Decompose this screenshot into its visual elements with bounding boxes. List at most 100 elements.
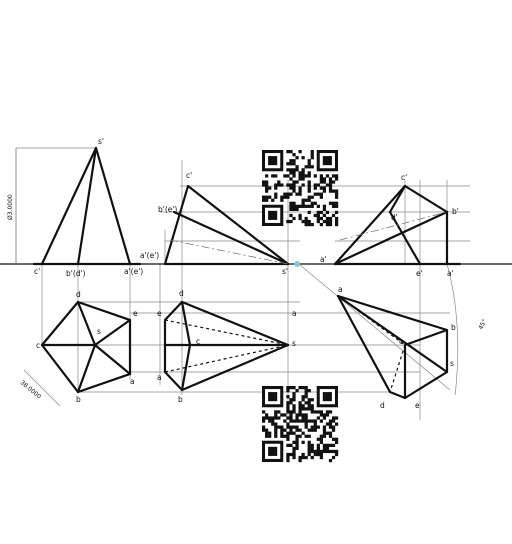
qr-module: [289, 398, 293, 402]
qr-module: [298, 458, 302, 463]
qr-module: [295, 180, 299, 184]
qr-module: [280, 431, 284, 435]
qr-module: [331, 428, 336, 432]
label-c-3: c: [399, 337, 403, 346]
fold-marker-icon: [294, 261, 300, 267]
qr-module: [289, 401, 293, 405]
qr-module: [292, 153, 296, 157]
qr-module: [331, 437, 336, 441]
qr-module: [316, 446, 320, 451]
qr-module: [262, 425, 266, 429]
qr-module: [274, 413, 278, 417]
qr-module: [280, 413, 284, 417]
qr-module: [307, 419, 311, 423]
qr-module: [325, 222, 330, 227]
qr-module: [304, 165, 308, 169]
qr-module: [328, 201, 333, 205]
qr-module: [334, 416, 339, 420]
qr-module: [310, 425, 314, 429]
qr-module: [304, 198, 308, 202]
qr-module: [301, 440, 305, 444]
qr-module: [271, 416, 275, 420]
qr-module: [292, 431, 296, 435]
qr-module: [289, 443, 293, 447]
qr-module: [301, 204, 305, 208]
qr-module: [310, 443, 314, 447]
qr-module: [325, 216, 330, 221]
qr-module: [289, 186, 293, 190]
qr-module: [310, 404, 314, 408]
qr-module: [307, 452, 311, 457]
qr-module: [298, 150, 302, 154]
qr-module: [292, 398, 296, 402]
qr-module: [313, 192, 317, 196]
qr-module: [307, 171, 311, 175]
qr-module: [304, 455, 308, 460]
qr-module: [307, 440, 311, 444]
qr-module: [334, 216, 339, 221]
qr-module: [292, 162, 296, 166]
qr-module: [331, 213, 336, 218]
qr-module: [292, 174, 296, 178]
qr-module: [262, 428, 266, 432]
label-a-prime-2: a'(e'): [140, 251, 159, 260]
qr-module: [307, 162, 311, 166]
qr-module: [301, 219, 305, 224]
qr-module: [301, 395, 305, 399]
qr-module: [286, 401, 290, 405]
qr-module: [301, 171, 305, 175]
qr-module: [286, 174, 290, 178]
qr-module: [307, 407, 311, 411]
label-b-3: b: [451, 323, 456, 332]
qr-module: [319, 434, 323, 438]
qr-module: [322, 213, 327, 218]
qr-module: [334, 201, 339, 205]
qr-module: [292, 159, 296, 163]
qr-module: [271, 419, 275, 423]
qr-module: [316, 192, 320, 196]
qr-module: [295, 425, 299, 429]
qr-module: [292, 419, 296, 423]
qr-module: [262, 198, 266, 202]
qr-module: [295, 440, 299, 444]
qr-module: [331, 174, 336, 178]
view2-front: c' b'(e') a'(e') s': [140, 171, 290, 276]
qr-module: [304, 401, 308, 405]
qr-module: [265, 416, 269, 420]
qr-module: [319, 195, 323, 199]
qr-module: [289, 452, 293, 457]
qr-module: [310, 150, 314, 154]
qr-module: [301, 177, 305, 181]
qr-module: [307, 428, 311, 432]
qr-module: [331, 455, 336, 460]
qr-module: [286, 386, 290, 390]
qr-module: [316, 416, 320, 420]
qr-module: [313, 419, 317, 423]
qr-module: [328, 189, 333, 193]
label-d-2: d: [179, 289, 184, 298]
qr-module: [298, 455, 302, 460]
label-a-prime-3: a': [320, 255, 327, 264]
qr-module: [289, 201, 293, 205]
qr-module: [283, 428, 287, 432]
qr-module: [298, 213, 302, 218]
qr-module: [286, 425, 290, 429]
qr-module: [334, 422, 339, 426]
qr-module: [316, 449, 320, 454]
qr-module: [325, 449, 330, 454]
qr-module: [295, 204, 299, 208]
qr-module: [292, 395, 296, 399]
qr-module: [286, 150, 290, 154]
qr-module: [280, 183, 284, 187]
qr-module: [271, 198, 275, 202]
label-d: d: [76, 290, 81, 299]
qr-module: [280, 425, 284, 429]
qr-module: [319, 455, 323, 460]
qr-module: [310, 165, 314, 169]
qr-module: [316, 210, 320, 215]
qr-module: [301, 455, 305, 460]
qr-module: [322, 207, 327, 211]
qr-module: [295, 428, 299, 432]
qr-module: [289, 213, 293, 218]
